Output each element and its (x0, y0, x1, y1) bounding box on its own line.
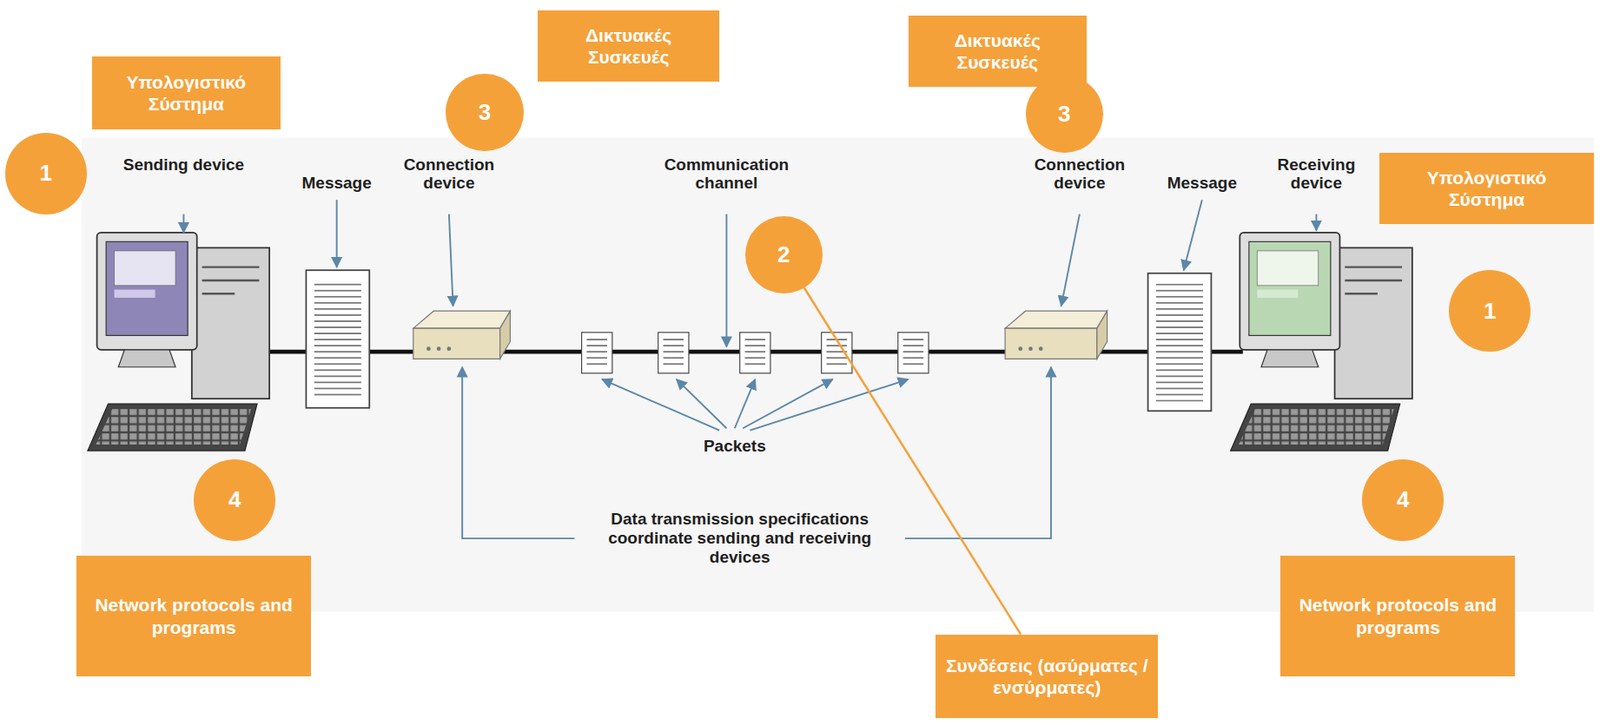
callout-text: Υπολογιστικό Σύστημα (1388, 166, 1586, 211)
message-document (1148, 273, 1212, 412)
callout-box: Network protocols and programs (76, 555, 311, 677)
callout-text: Δικτυακές Συσκευές (917, 29, 1079, 73)
callout-box: Συνδέσεις (ασύρματες / ενσύρματες) (935, 634, 1158, 719)
callout-number: 4 (1396, 486, 1409, 514)
part-label: Sending device (122, 155, 245, 175)
callout-circle: 2 (745, 216, 823, 294)
part-label: Message (285, 173, 388, 193)
sending-computer (87, 232, 270, 451)
callout-text: Συνδέσεις (ασύρματες / ενσύρματες) (944, 654, 1150, 699)
callout-box: Υπολογιστικό Σύστημα (1379, 152, 1594, 225)
callout-text: Υπολογιστικό Σύστημα (100, 71, 272, 115)
part-label: Message (1150, 173, 1253, 193)
callout-circle: 3 (1025, 75, 1104, 153)
part-label: Connection device (387, 155, 510, 194)
callout-circle: 4 (1361, 459, 1444, 542)
part-label: Communication channel (644, 155, 808, 194)
part-label: Receiving device (1265, 155, 1368, 194)
callout-number: 4 (228, 486, 241, 514)
callout-number: 3 (1057, 100, 1071, 128)
callout-circle: 4 (193, 459, 276, 542)
callout-box: Δικτυακές Συσκευές (537, 10, 720, 82)
callout-box: Network protocols and programs (1280, 555, 1515, 677)
part-label: Packets (683, 436, 786, 457)
packets (581, 332, 929, 374)
message-document (305, 270, 370, 409)
callout-connector (804, 288, 1021, 635)
callout-circle: 1 (1448, 270, 1531, 352)
connection-device (413, 310, 511, 359)
callout-number: 2 (777, 241, 790, 269)
callout-number: 1 (1483, 297, 1496, 325)
callout-text: Network protocols and programs (1289, 594, 1507, 638)
callout-box: Υπολογιστικό Σύστημα (92, 56, 281, 131)
part-label: Data transmission specifications coordin… (576, 509, 904, 568)
callout-text: Network protocols and programs (85, 594, 303, 638)
callout-number: 1 (39, 159, 53, 187)
callout-text: Δικτυακές Συσκευές (546, 24, 711, 68)
part-label: Connection device (1018, 155, 1141, 194)
illustration-ground (81, 138, 1594, 613)
connection-device (1004, 310, 1107, 359)
callout-circle: 1 (5, 132, 87, 215)
callout-number: 3 (478, 99, 491, 126)
receiving-computer (1230, 232, 1413, 451)
leader-arrows (183, 199, 1316, 539)
callout-circle: 3 (445, 73, 523, 152)
